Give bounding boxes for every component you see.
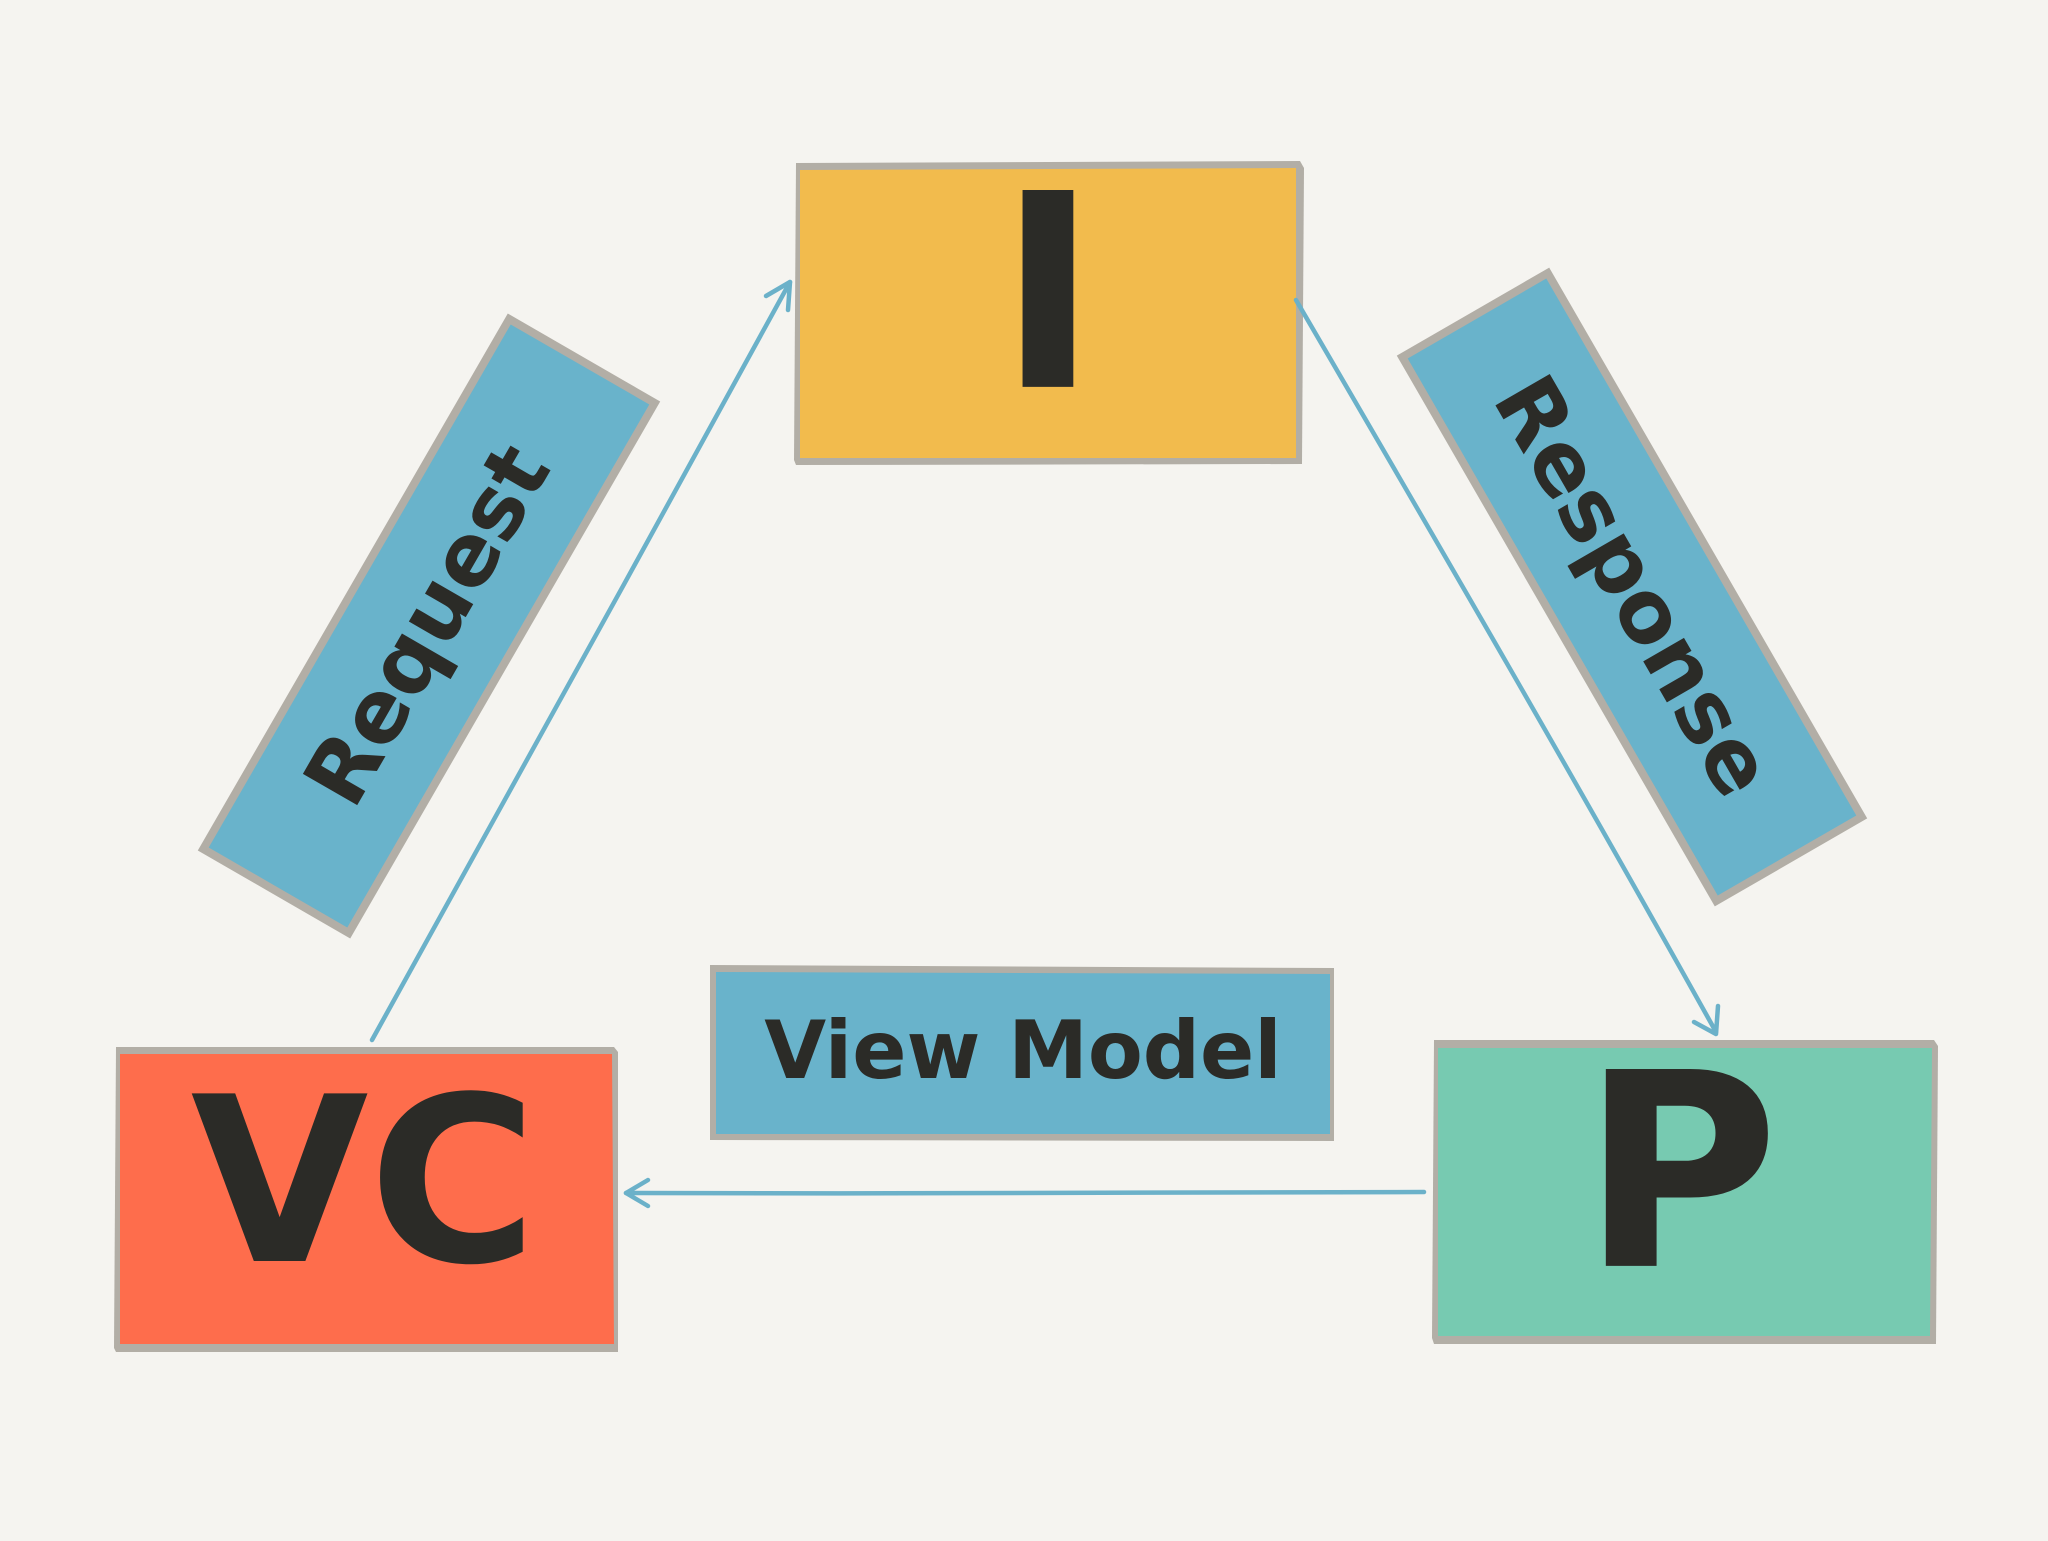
view-model-label: View Model bbox=[764, 1004, 1281, 1097]
interactor-box bbox=[800, 168, 1296, 458]
view-controller-node: VC bbox=[114, 1047, 618, 1352]
interactor-label: I bbox=[998, 136, 1098, 451]
view-model-arrow bbox=[623, 1177, 1427, 1209]
view-model-edge-label: View Model bbox=[710, 965, 1334, 1141]
response-arrow bbox=[1293, 297, 1721, 1037]
view-controller-label: VC bbox=[191, 1049, 538, 1316]
request-label-box bbox=[208, 324, 650, 928]
response-arrowhead bbox=[1691, 1003, 1721, 1037]
response-edge-label: Response bbox=[1396, 267, 1868, 907]
presenter-label: P bbox=[1581, 1015, 1779, 1330]
request-arrowhead bbox=[763, 279, 793, 313]
interactor-node: I bbox=[794, 136, 1304, 465]
response-label-box bbox=[1407, 278, 1857, 896]
view-controller-box bbox=[120, 1054, 614, 1344]
request-edge-label: Request bbox=[197, 313, 661, 939]
request-arrow bbox=[369, 279, 793, 1043]
presenter-box bbox=[1438, 1048, 1932, 1336]
view-model-arrowhead bbox=[623, 1177, 651, 1209]
view-model-label-box bbox=[716, 972, 1330, 1134]
presenter-node: P bbox=[1432, 1015, 1938, 1344]
